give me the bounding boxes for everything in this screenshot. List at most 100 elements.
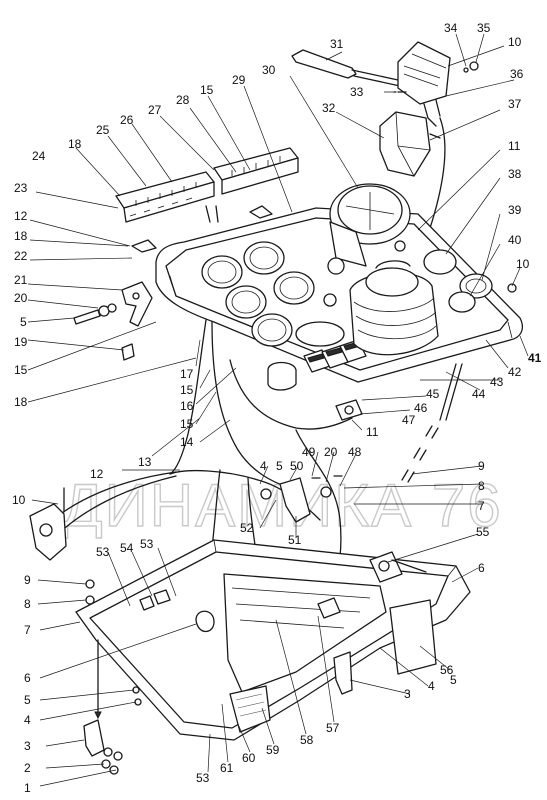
callout-label: 12 bbox=[90, 467, 104, 481]
callout-label: 53 bbox=[96, 545, 110, 559]
callout-label: 41 bbox=[528, 351, 542, 365]
callout-label: 18 bbox=[14, 229, 28, 243]
fuse-clip bbox=[249, 205, 273, 219]
callout-label: 16 bbox=[180, 399, 194, 413]
fuse-bracket bbox=[205, 205, 219, 223]
callout-label: 9 bbox=[24, 573, 31, 587]
callout-label: 18 bbox=[14, 395, 28, 409]
callout-label: 34 bbox=[444, 21, 458, 35]
callout-label: 13 bbox=[138, 455, 152, 469]
callout-label: 7 bbox=[24, 623, 31, 637]
leader-lines bbox=[27, 33, 529, 787]
callout-label: 60 bbox=[242, 751, 256, 765]
callout-label: 24 bbox=[32, 149, 46, 163]
callout-label: 44 bbox=[472, 387, 486, 401]
callout-label: 15 bbox=[14, 363, 28, 377]
callout-label: 37 bbox=[508, 97, 522, 111]
callout-label: 21 bbox=[14, 273, 28, 287]
callout-label: 36 bbox=[510, 67, 524, 81]
callout-label: 12 bbox=[14, 209, 28, 223]
callout-label: 59 bbox=[266, 743, 280, 757]
callout-label: 8 bbox=[24, 597, 31, 611]
callout-label: 3 bbox=[404, 687, 411, 701]
main-gauge bbox=[327, 183, 411, 275]
callout-label: 5 bbox=[20, 315, 27, 329]
callout-label: 38 bbox=[508, 167, 522, 181]
callout-label: 35 bbox=[477, 21, 491, 35]
callout-label: 54 bbox=[120, 541, 134, 555]
callout-label: 45 bbox=[426, 387, 440, 401]
callout-label: 46 bbox=[414, 401, 428, 415]
callout-label: 10 bbox=[508, 35, 522, 49]
callout-label: 20 bbox=[324, 445, 338, 459]
callout-label: 9 bbox=[478, 459, 485, 473]
callout-label: 47 bbox=[402, 413, 416, 427]
callout-label: 26 bbox=[120, 113, 134, 127]
callout-label: 8 bbox=[478, 479, 485, 493]
watermark-text: ДИНАМИКА 76 bbox=[62, 472, 503, 539]
bottom-hardware bbox=[83, 639, 142, 775]
callout-label: 53 bbox=[196, 771, 210, 785]
callout-label: 4 bbox=[24, 713, 31, 727]
callout-label: 1 bbox=[24, 781, 31, 795]
callout-label: 42 bbox=[508, 365, 522, 379]
callout-label: 51 bbox=[288, 533, 302, 547]
left-hinge bbox=[29, 487, 95, 605]
callout-label: 25 bbox=[96, 123, 110, 137]
lower-frame bbox=[75, 539, 471, 741]
callout-label: 5 bbox=[24, 693, 31, 707]
callout-label: 19 bbox=[14, 335, 28, 349]
callout-label: 48 bbox=[348, 445, 362, 459]
callout-label: 31 bbox=[330, 37, 344, 51]
callout-label: 15 bbox=[180, 383, 194, 397]
callout-label: 17 bbox=[180, 367, 194, 381]
callout-label: 22 bbox=[14, 249, 28, 263]
callout-label: 15 bbox=[200, 83, 214, 97]
callout-label: 5 bbox=[450, 673, 457, 687]
gauge-cluster bbox=[201, 241, 345, 347]
callout-label: 10 bbox=[12, 493, 26, 507]
callout-label: 6 bbox=[24, 671, 31, 685]
callout-label: 28 bbox=[176, 93, 190, 107]
callout-label: 4 bbox=[260, 459, 267, 473]
callout-label: 5 bbox=[276, 459, 283, 473]
callout-label: 14 bbox=[180, 435, 194, 449]
callout-label: 58 bbox=[300, 733, 314, 747]
fuse-block-right bbox=[213, 147, 299, 195]
center-bracket bbox=[260, 475, 343, 523]
callout-label: 11 bbox=[366, 425, 379, 439]
callout-numbers: 34 35 10 31 36 33 30 29 15 28 27 26 25 3… bbox=[12, 21, 542, 795]
callout-label: 61 bbox=[220, 761, 234, 775]
bracket-right bbox=[333, 651, 353, 695]
steering-boot bbox=[349, 260, 439, 356]
callout-label: 3 bbox=[24, 739, 31, 753]
callout-label: 55 bbox=[476, 525, 490, 539]
callout-label: 40 bbox=[508, 233, 522, 247]
callout-label: 11 bbox=[508, 139, 521, 153]
callout-label: 15 bbox=[180, 417, 194, 431]
callout-label: 49 bbox=[302, 445, 316, 459]
callout-label: 56 bbox=[440, 663, 454, 677]
callout-label: 29 bbox=[232, 73, 246, 87]
callout-label: 57 bbox=[326, 721, 340, 735]
fuse-block-left bbox=[115, 171, 215, 223]
callout-label: 32 bbox=[322, 101, 336, 115]
callout-label: 23 bbox=[14, 181, 28, 195]
break-marks bbox=[401, 425, 439, 483]
side-cable bbox=[439, 363, 463, 421]
callout-label: 30 bbox=[262, 63, 276, 77]
callout-label: 33 bbox=[350, 85, 364, 99]
callout-label: 39 bbox=[508, 203, 522, 217]
callout-label: 6 bbox=[478, 561, 485, 575]
toggle-switch-row bbox=[267, 339, 367, 391]
callout-label: 43 bbox=[490, 375, 504, 389]
callout-label: 27 bbox=[148, 103, 162, 117]
callout-label: 7 bbox=[478, 499, 485, 513]
right-hinge bbox=[369, 551, 427, 583]
left-mount-bracket bbox=[73, 281, 153, 361]
callout-label: 10 bbox=[516, 257, 530, 271]
callout-label: 2 bbox=[24, 761, 31, 775]
combination-switch bbox=[291, 41, 479, 127]
